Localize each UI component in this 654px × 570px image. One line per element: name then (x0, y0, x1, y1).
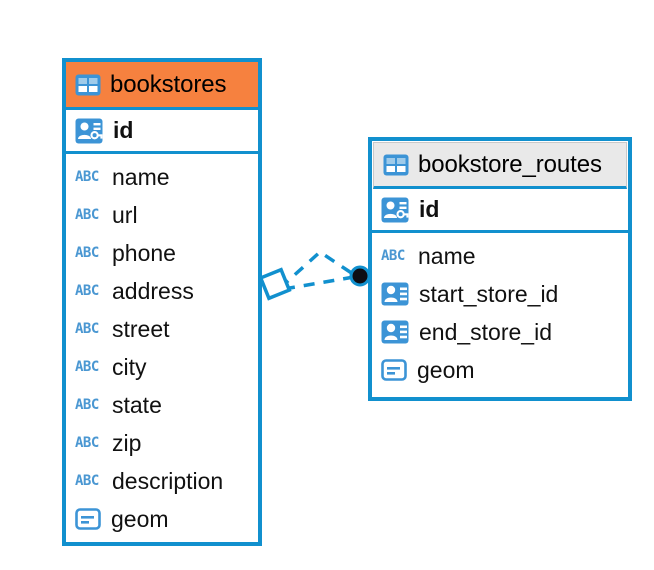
field-name: description (112, 467, 224, 494)
field-name: geom (111, 505, 169, 532)
field-row-phone[interactable]: ABC phone (66, 234, 258, 272)
field-name: state (112, 391, 162, 418)
abc-text-icon: ABC (75, 206, 99, 223)
diamond-marker[interactable] (258, 267, 292, 301)
field-row-geom[interactable]: geom (66, 500, 258, 538)
relationship-line-upper (278, 249, 357, 290)
table-icon (75, 74, 101, 96)
abc-text-icon: ABC (75, 472, 99, 489)
field-row-end-store-id[interactable]: end_store_id (372, 313, 628, 351)
field-row-name[interactable]: ABC name (372, 237, 628, 275)
field-name: geom (417, 356, 475, 383)
field-name: zip (112, 429, 142, 456)
field-row-description[interactable]: ABC description (66, 462, 258, 500)
primary-key-icon (381, 197, 409, 223)
abc-text-icon: ABC (75, 320, 99, 337)
field-name: url (112, 201, 138, 228)
filled-circle-marker[interactable] (349, 265, 371, 287)
table-icon (383, 154, 409, 176)
field-name: id (419, 196, 440, 222)
field-row-id[interactable]: id (66, 110, 258, 154)
field-name: name (112, 163, 170, 190)
abc-text-icon: ABC (75, 168, 99, 185)
field-name: street (112, 315, 170, 342)
entity-header-bookstores[interactable]: bookstores (66, 62, 258, 110)
foreign-key-icon (381, 282, 409, 306)
abc-text-icon: ABC (75, 434, 99, 451)
field-row-id[interactable]: id (372, 189, 628, 233)
entity-title: bookstores (110, 70, 227, 98)
field-row-geom[interactable]: geom (372, 351, 628, 389)
abc-text-icon: ABC (75, 358, 99, 375)
field-name: end_store_id (419, 318, 552, 345)
field-name: name (418, 242, 476, 269)
field-row-state[interactable]: ABC state (66, 386, 258, 424)
geometry-icon (75, 508, 101, 530)
field-list-bookstores: id ABC name ABC url ABC phone (66, 110, 258, 538)
abc-text-icon: ABC (75, 282, 99, 299)
entity-header-bookstore-routes[interactable]: bookstore_routes (373, 142, 627, 189)
entity-bookstore-routes[interactable]: bookstore_routes id (368, 137, 632, 401)
primary-key-icon (75, 118, 103, 144)
entity-title: bookstore_routes (418, 150, 602, 178)
foreign-key-icon (381, 320, 409, 344)
field-row-city[interactable]: ABC city (66, 348, 258, 386)
field-name: id (113, 117, 134, 143)
field-name: phone (112, 239, 176, 266)
field-row-zip[interactable]: ABC zip (66, 424, 258, 462)
field-row-name[interactable]: ABC name (66, 158, 258, 196)
field-row-address[interactable]: ABC address (66, 272, 258, 310)
abc-text-icon: ABC (381, 247, 405, 264)
field-list-bookstore-routes: id ABC name (372, 189, 628, 389)
field-name: start_store_id (419, 280, 559, 307)
field-row-street[interactable]: ABC street (66, 310, 258, 348)
field-name: city (112, 353, 147, 380)
relationship-line-lower (283, 275, 355, 291)
abc-text-icon: ABC (75, 244, 99, 261)
geometry-icon (381, 359, 407, 381)
abc-text-icon: ABC (75, 396, 99, 413)
field-name: address (112, 277, 194, 304)
entity-bookstores[interactable]: bookstores id (62, 58, 262, 546)
field-row-url[interactable]: ABC url (66, 196, 258, 234)
field-row-start-store-id[interactable]: start_store_id (372, 275, 628, 313)
